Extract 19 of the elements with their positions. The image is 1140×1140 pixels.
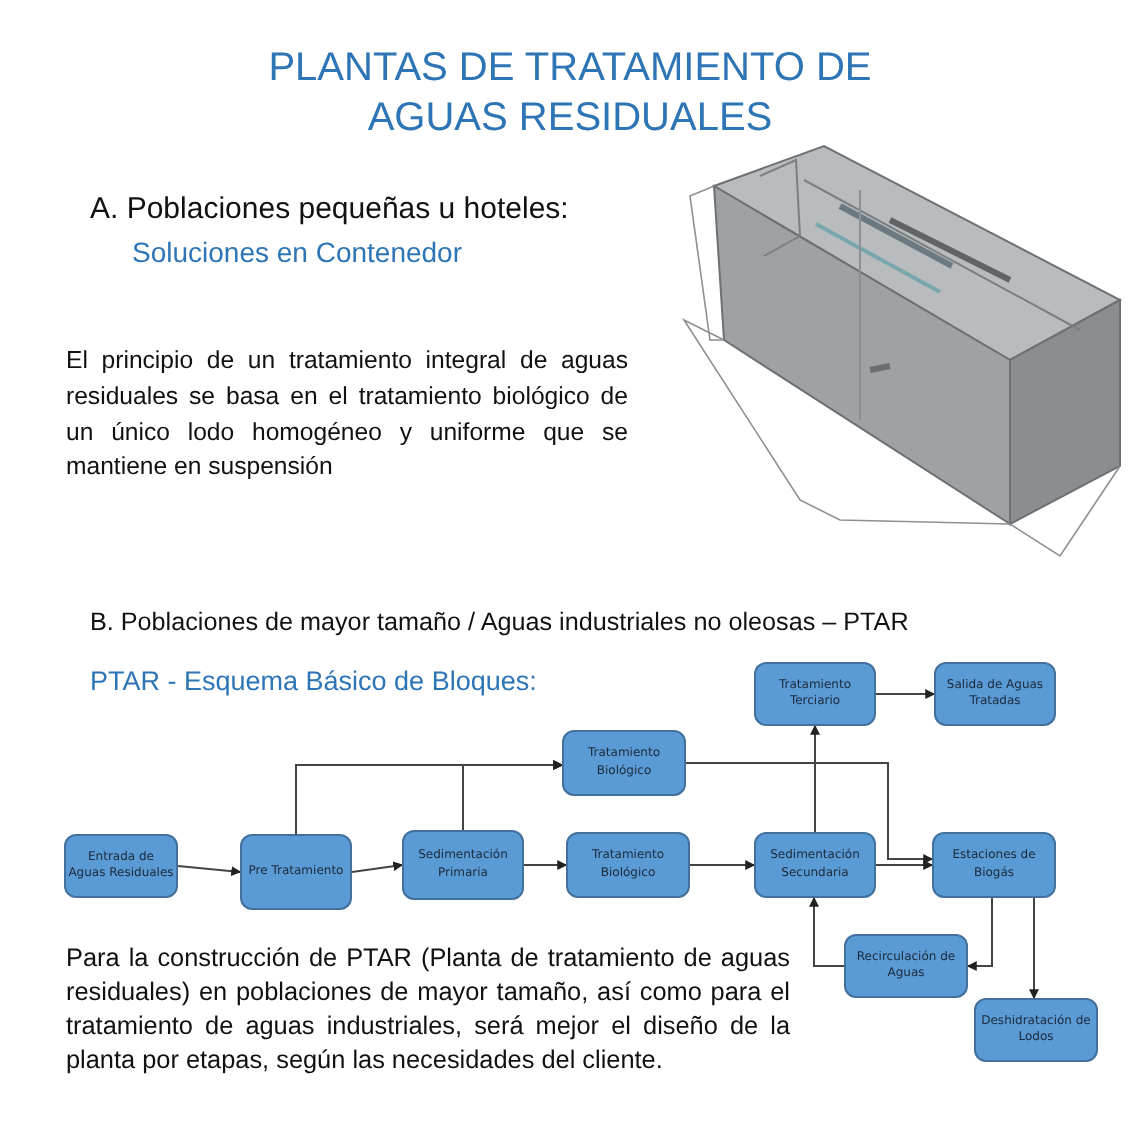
description-paragraph: Para la construcción de PTAR (Planta de tratamiento de aguas residuales) en poblaciones de mayor tamaño, así como para el tratamiento de aguas industriales, será mejor el diseño de la planta por etapas, según las necesidades del cliente. — [66, 942, 790, 1079]
section-heading: A. Poblaciones pequeñas u hoteles: — [90, 192, 569, 226]
diagram-subheading: PTAR - Esquema Básico de Bloques: — [90, 666, 537, 696]
section-subheading: Soluciones en Contenedor — [132, 236, 463, 268]
arrow — [1029, 897, 1039, 1000]
arrow — [689, 860, 756, 870]
arrow — [809, 896, 845, 967]
description-paragraph: El principio de un tratamiento integral de aguas residuales se basa en el tratamiento biológico de un único lodo homogéneo y uniforme que se mantiene en suspensión — [66, 344, 628, 485]
arrow — [875, 689, 936, 699]
arrow — [966, 897, 993, 971]
title: PLANTAS DE TRATAMIENTO DE AGUAS RESIDUALES — [266, 44, 874, 144]
arrow — [685, 762, 934, 864]
arrow — [523, 860, 568, 870]
arrow — [177, 865, 242, 877]
arrow — [810, 724, 820, 833]
section-heading: B. Poblaciones de mayor tamaño / Aguas industriales no oleosas – PTAR — [90, 608, 909, 636]
arrow — [875, 860, 934, 870]
arrow — [351, 861, 404, 873]
arrow — [462, 760, 564, 831]
